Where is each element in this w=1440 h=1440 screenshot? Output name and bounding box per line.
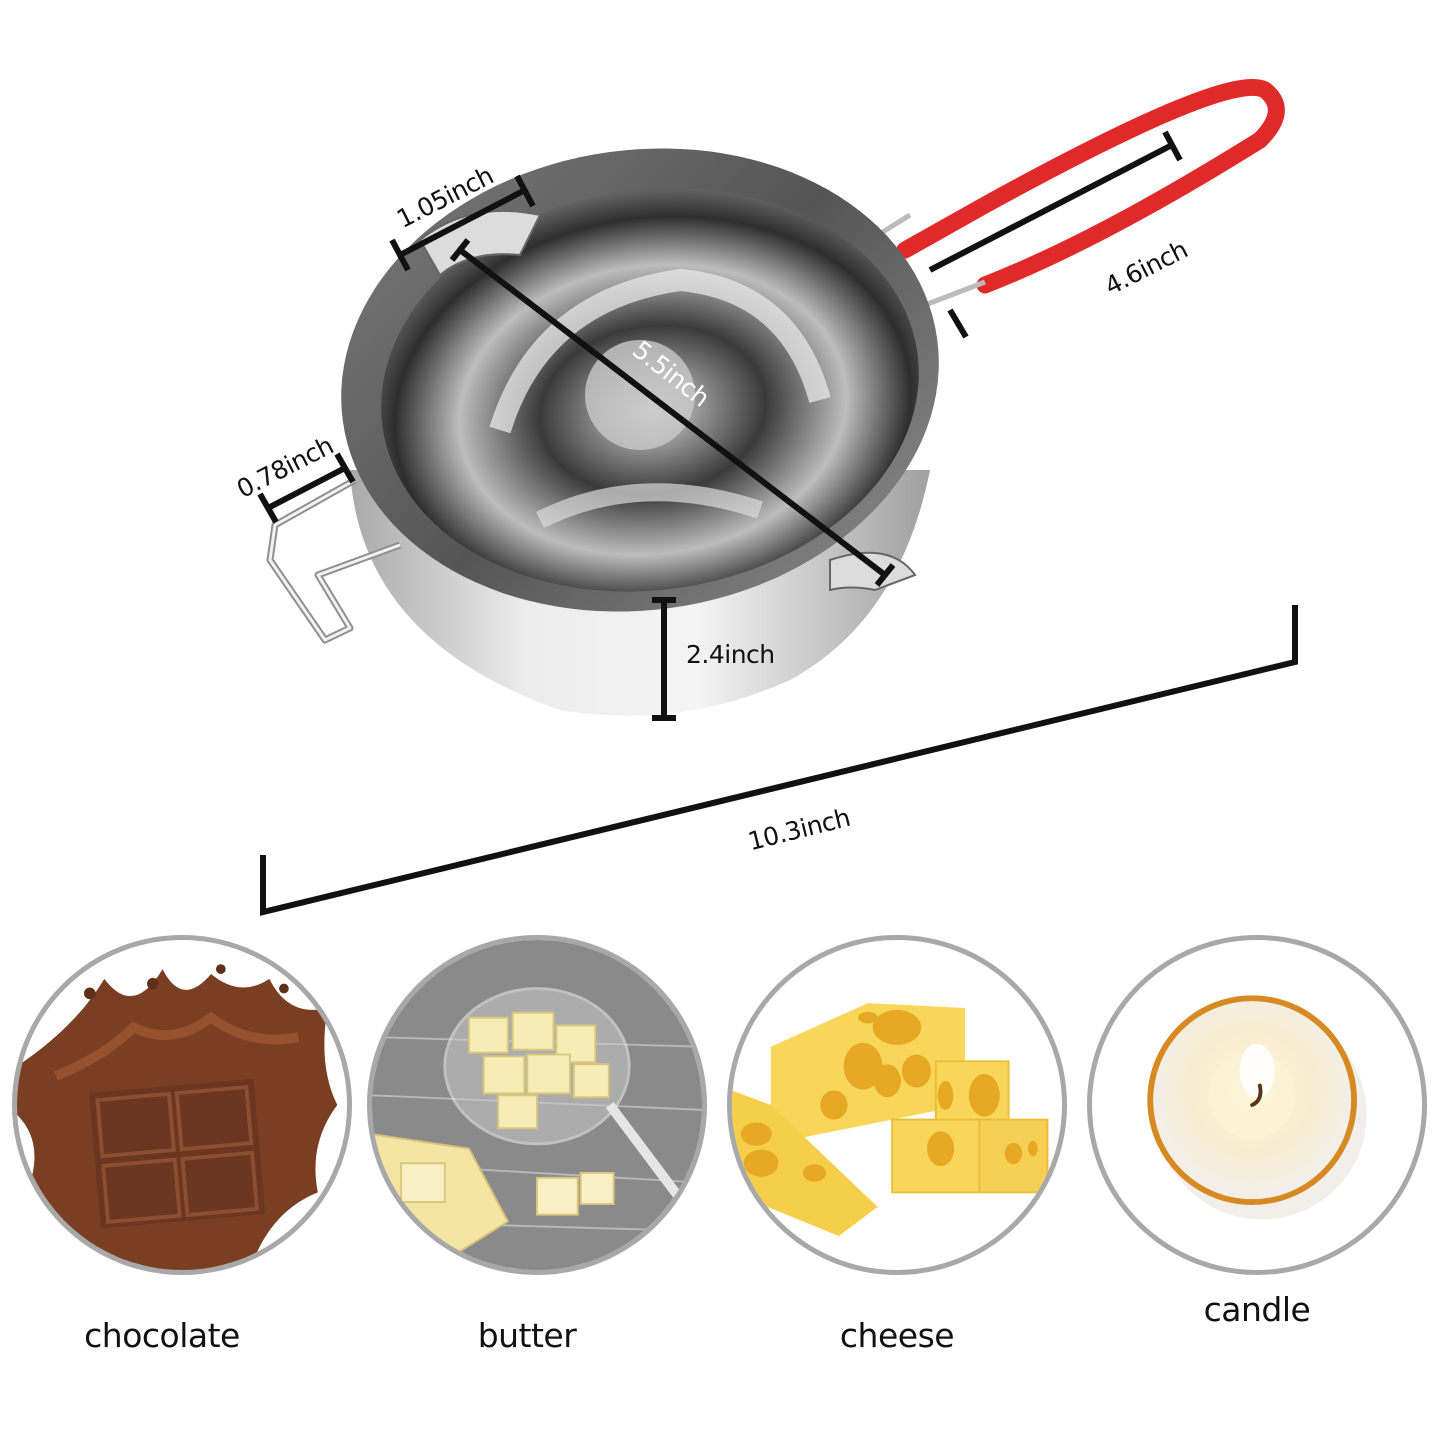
use-candle-image (1087, 935, 1427, 1275)
dimension-depth: 2.4inch (686, 640, 775, 669)
use-label-cheese: cheese (839, 1316, 955, 1355)
use-label-chocolate: chocolate (84, 1316, 240, 1355)
melting-pot-illustration (257, 78, 1298, 916)
use-label-butter: butter (477, 1316, 577, 1355)
use-cheese-image (727, 935, 1067, 1275)
use-butter-image (367, 935, 707, 1275)
butter-cubes-icon (372, 940, 702, 1270)
use-label-candle: candle (1203, 1290, 1311, 1329)
spout-right (829, 551, 917, 592)
chocolate-splash-icon (17, 964, 338, 1270)
tealight-candle-icon (1147, 995, 1367, 1220)
dimension-lines (257, 130, 1298, 916)
swiss-cheese-icon (732, 1003, 1049, 1237)
use-chocolate-image (12, 935, 352, 1275)
